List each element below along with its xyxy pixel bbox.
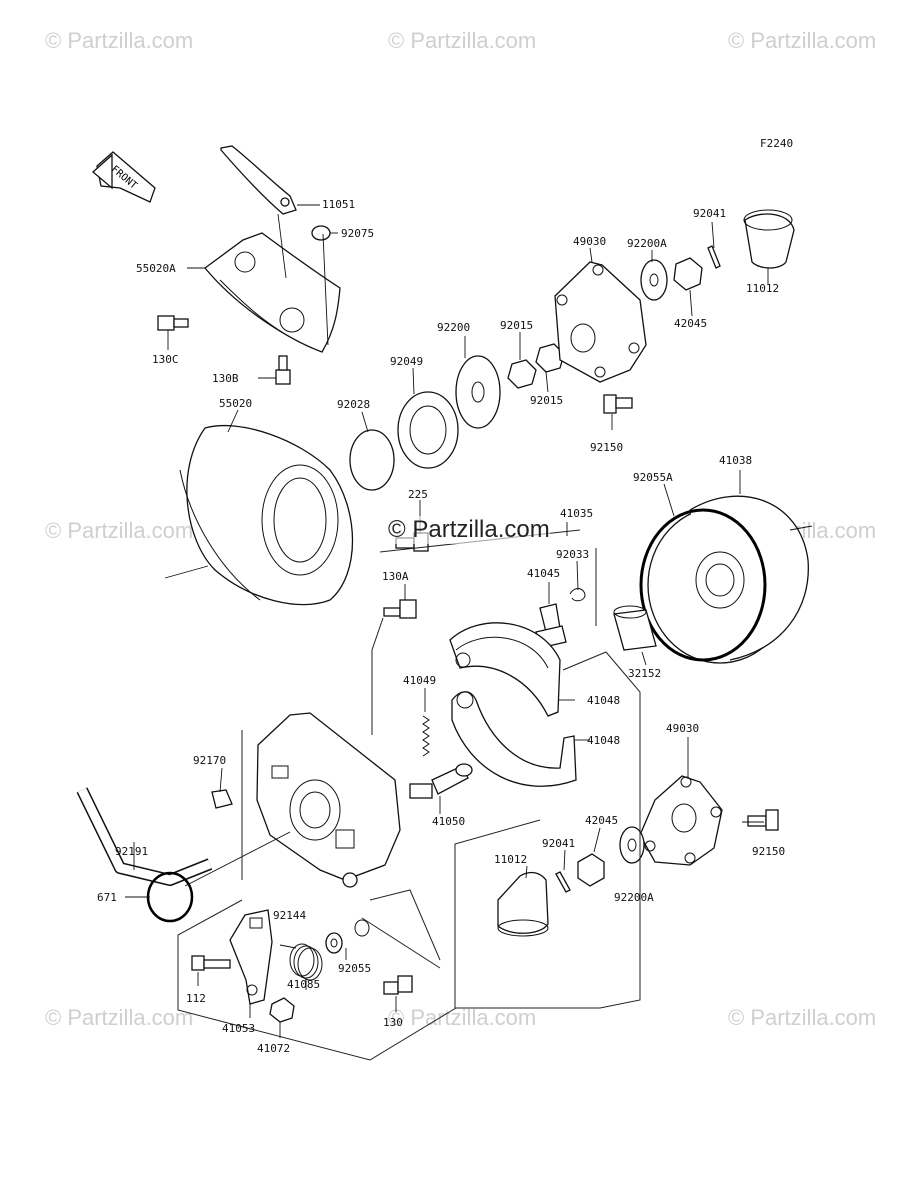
- cam-shaft-part: [409, 763, 473, 799]
- hub-cap-part: [497, 871, 549, 937]
- washer-part: [325, 932, 343, 954]
- part-label[interactable]: 42045: [585, 814, 619, 827]
- o-ring-part: [639, 508, 767, 662]
- hub-cap-part: [743, 209, 795, 269]
- part-label[interactable]: 41045: [527, 567, 561, 580]
- part-label[interactable]: 130: [383, 1016, 403, 1029]
- watermark: © Partzilla.com: [728, 28, 877, 53]
- bolt-part: [603, 394, 633, 414]
- drum-housing-part: [164, 424, 354, 606]
- nut-part: [535, 343, 565, 373]
- bearing-part: [613, 605, 657, 651]
- part-label[interactable]: 32152: [628, 667, 662, 680]
- part-label[interactable]: 92033: [556, 548, 590, 561]
- part-label[interactable]: 92150: [752, 845, 786, 858]
- part-label[interactable]: 92015: [500, 319, 534, 332]
- part-label[interactable]: 55020A: [136, 262, 176, 275]
- clip-part: [569, 588, 586, 602]
- part-label[interactable]: 225: [408, 488, 428, 501]
- nut-part: [507, 359, 537, 389]
- part-label[interactable]: 41035: [560, 507, 594, 520]
- washer-part: [619, 826, 645, 864]
- bolt-part: [383, 975, 413, 995]
- part-label[interactable]: 130B: [212, 372, 239, 385]
- watermark: © Partzilla.com: [728, 1005, 877, 1030]
- hub-part: [639, 775, 723, 866]
- spring-part: [289, 943, 323, 981]
- washer-part: [455, 355, 501, 429]
- part-label[interactable]: 11051: [322, 198, 356, 211]
- watermark: © Partzilla.com: [45, 518, 194, 543]
- part-label[interactable]: 41050: [432, 815, 466, 828]
- part-label[interactable]: 41048: [587, 734, 621, 747]
- backing-plate-part: [256, 712, 401, 888]
- hub-part: [554, 261, 647, 383]
- cap-part: [311, 225, 331, 241]
- part-label[interactable]: 11012: [746, 282, 780, 295]
- brake-shoe-part: [451, 691, 577, 787]
- nut-part: [269, 997, 295, 1023]
- watermark: © Partzilla.com: [45, 28, 194, 53]
- bolt-part: [383, 599, 417, 619]
- leader-lines: [125, 204, 769, 1038]
- part-label[interactable]: 41048: [587, 694, 621, 707]
- cotter-pin-part: [555, 871, 571, 893]
- part-label[interactable]: 55020: [219, 397, 253, 410]
- castle-nut-part: [577, 853, 605, 887]
- bolt-part: [747, 809, 779, 831]
- part-label[interactable]: 42045: [674, 317, 708, 330]
- small-o-ring-part: [354, 919, 370, 937]
- part-label[interactable]: 92075: [341, 227, 375, 240]
- part-label[interactable]: 41085: [287, 978, 321, 991]
- part-label[interactable]: 92028: [337, 398, 371, 411]
- part-label[interactable]: 41038: [719, 454, 753, 467]
- part-label[interactable]: 41053: [222, 1022, 256, 1035]
- assembly-group-lines: [177, 529, 641, 1061]
- part-label[interactable]: 92191: [115, 845, 149, 858]
- part-label[interactable]: 49030: [573, 235, 607, 248]
- castle-nut-part: [673, 257, 703, 291]
- watermark: © Partzilla.com: [45, 1005, 194, 1030]
- brake-arm-part: [229, 909, 273, 1005]
- brake-shoe-part: [449, 622, 561, 717]
- part-label[interactable]: 92200A: [614, 891, 654, 904]
- part-label[interactable]: 92200A: [627, 237, 667, 250]
- part-label[interactable]: 92170: [193, 754, 227, 767]
- watermark: © Partzilla.com: [388, 28, 537, 53]
- bolt-part: [191, 955, 231, 971]
- part-label[interactable]: 92200: [437, 321, 471, 334]
- part-label[interactable]: 11012: [494, 853, 528, 866]
- cotter-pin-part: [707, 245, 721, 269]
- part-label[interactable]: 92150: [590, 441, 624, 454]
- part-label[interactable]: 112: [186, 992, 206, 1005]
- part-label[interactable]: 41049: [403, 674, 437, 687]
- watermark-center: © Partzilla.com: [388, 516, 550, 544]
- bolt-part: [157, 315, 189, 331]
- clamp-part: [211, 789, 233, 809]
- part-label[interactable]: 92015: [530, 394, 564, 407]
- washer-part: [640, 259, 668, 301]
- part-label[interactable]: 92055A: [633, 471, 673, 484]
- cover-part: [204, 232, 341, 353]
- part-label[interactable]: 130C: [152, 353, 179, 366]
- seal-part: [397, 391, 459, 469]
- part-label[interactable]: 92041: [693, 207, 727, 220]
- part-label[interactable]: 92055: [338, 962, 372, 975]
- spring-part: [422, 715, 430, 757]
- front-arrow: FRONT: [92, 151, 156, 203]
- figure-code: F2240: [760, 137, 794, 150]
- ring-part: [349, 429, 395, 491]
- lever-arm-part: [220, 145, 297, 215]
- part-label[interactable]: 92041: [542, 837, 576, 850]
- part-label[interactable]: 49030: [666, 722, 700, 735]
- bolt-part: [275, 355, 291, 385]
- watermark: © Partzilla.com: [388, 1005, 537, 1030]
- part-label[interactable]: 92144: [273, 909, 307, 922]
- part-label[interactable]: 92049: [390, 355, 424, 368]
- part-label[interactable]: 41072: [257, 1042, 291, 1055]
- part-label[interactable]: 671: [97, 891, 117, 904]
- part-label[interactable]: 130A: [382, 570, 409, 583]
